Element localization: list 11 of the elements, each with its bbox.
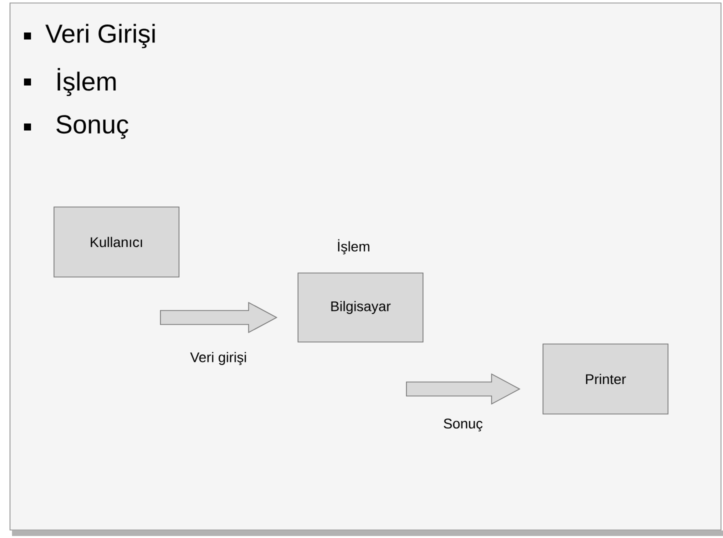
process-box: Printer [542,344,668,414]
bullet-text: Sonuç [56,115,128,139]
block-arrow [406,373,520,405]
edge-label: Sonuç [444,418,482,432]
process-box: Kullanıcı [54,206,180,278]
bullet-text: Veri Girişi [45,24,155,48]
process-label: İşlem [338,239,370,254]
edge-label: Veri girişi [190,352,246,366]
process-box: Bilgisayar [298,272,424,342]
block-arrow [160,302,278,334]
bullet-text: İşlem [58,68,116,96]
